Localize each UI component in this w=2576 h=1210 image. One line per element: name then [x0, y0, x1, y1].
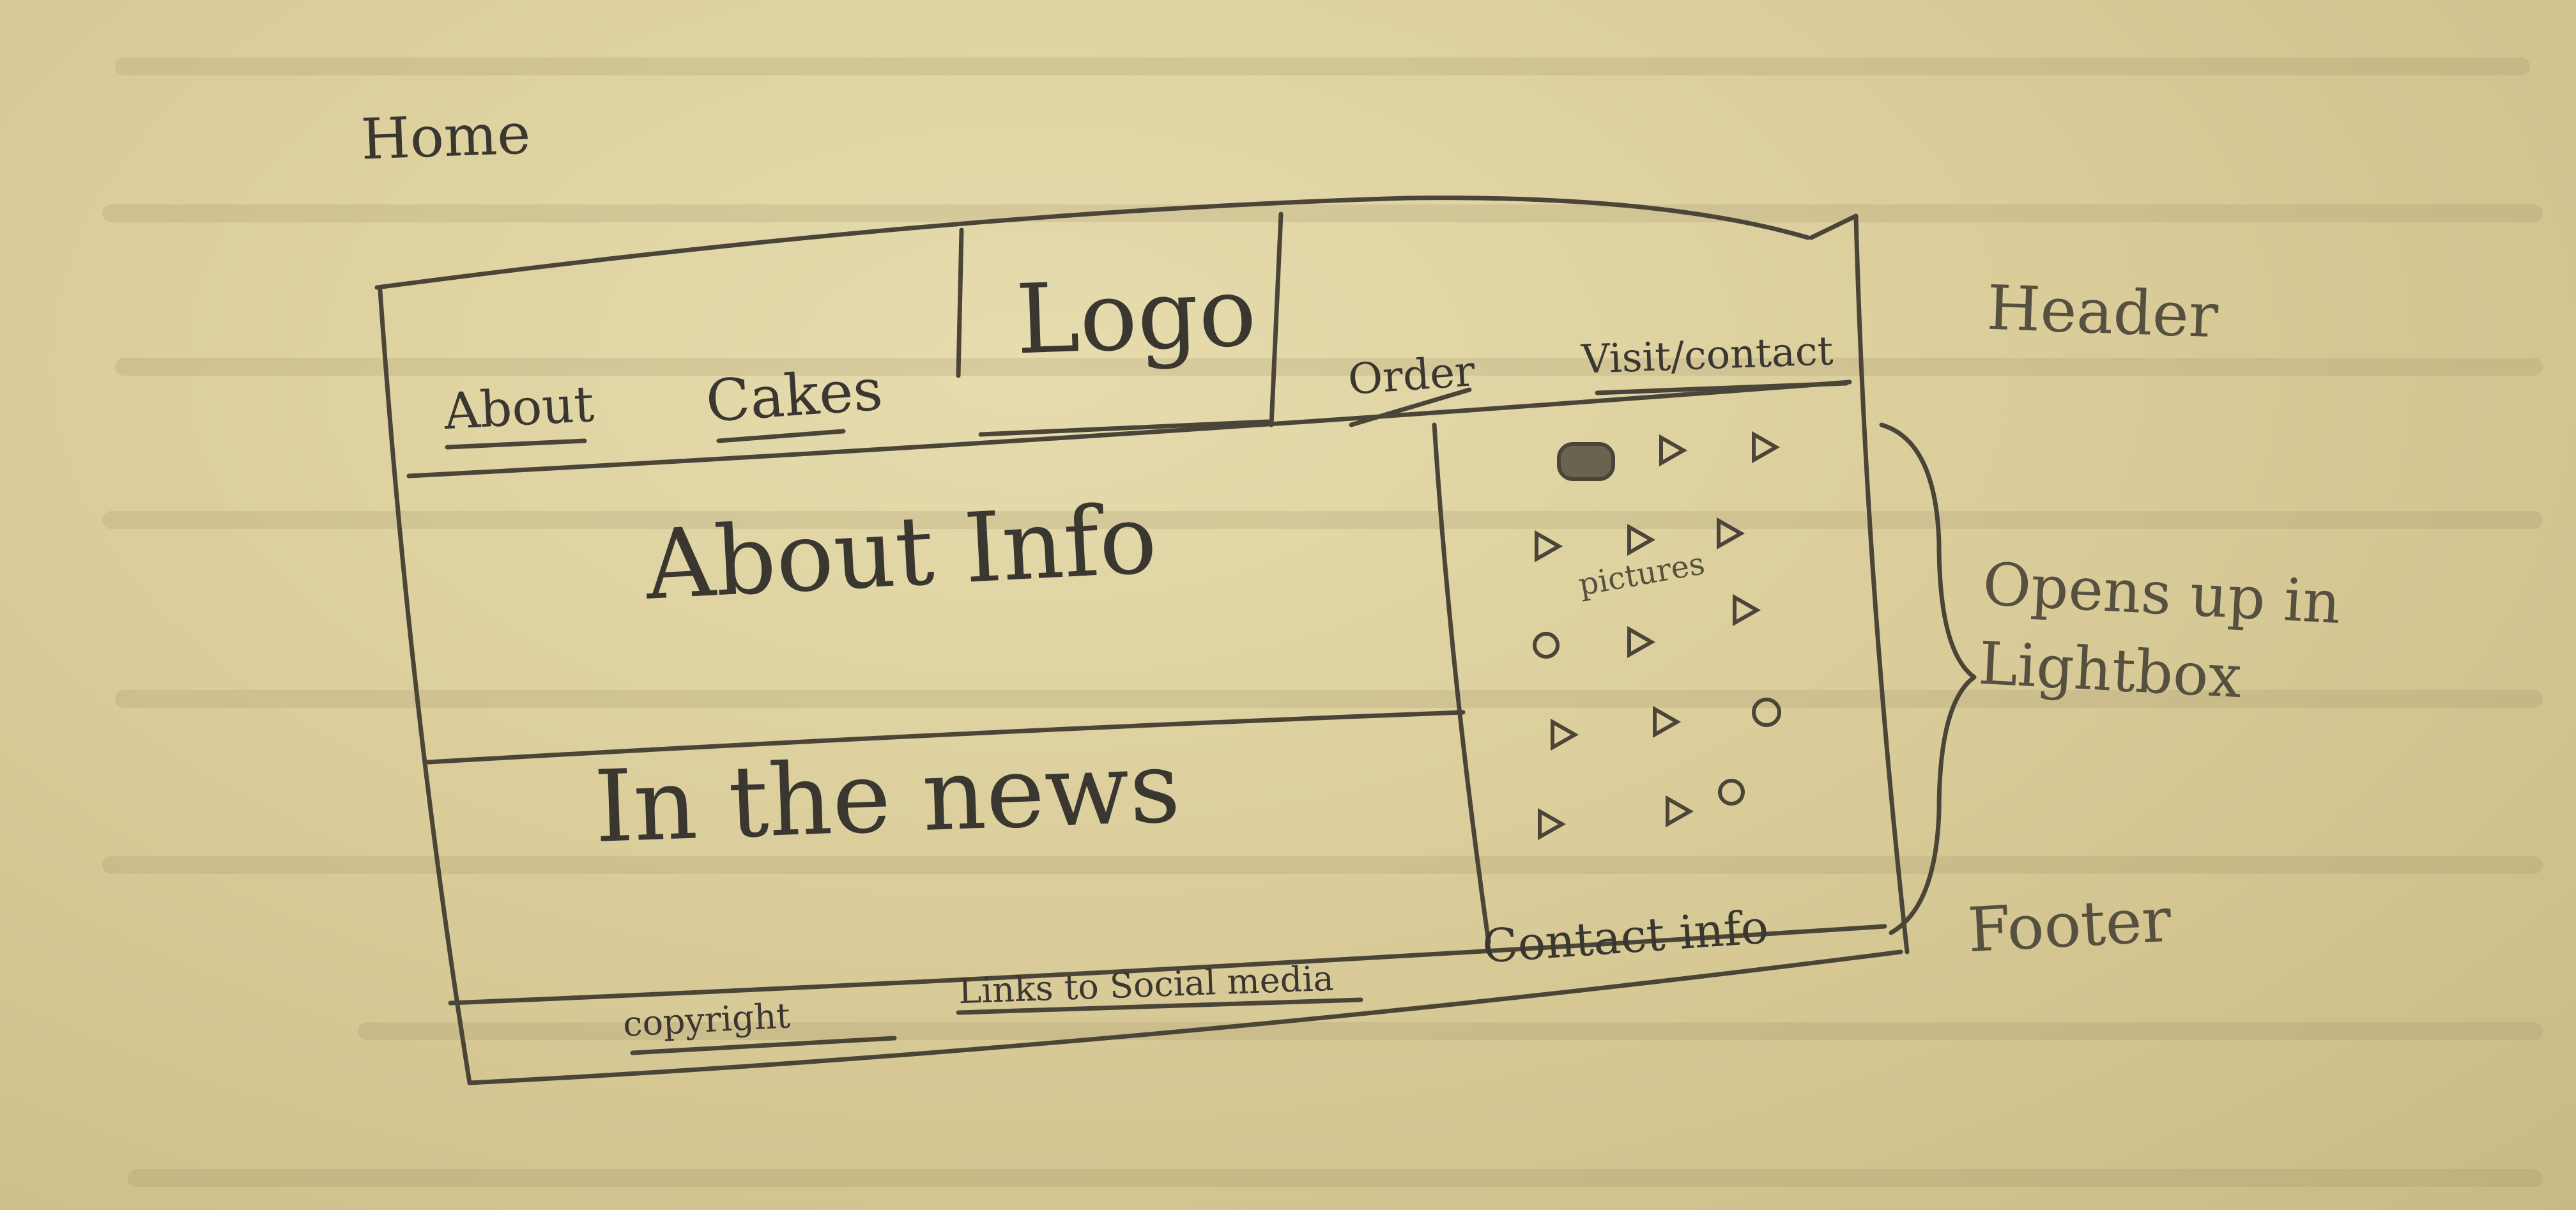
- footer-divider: [448, 924, 1887, 1006]
- in-the-news-section: In the news: [592, 729, 1183, 865]
- logo-left-divider: [956, 227, 964, 378]
- frame-right: [1853, 215, 1910, 954]
- frame-bottom: [467, 949, 1903, 1085]
- lightbox-brace: [1879, 422, 1977, 935]
- underline-logo: [978, 419, 1271, 437]
- picture-thumbnails: [1533, 431, 1781, 841]
- about-info-section: About Info: [642, 484, 1160, 622]
- frame-corner-tick: [1809, 213, 1859, 240]
- footer-copyright: copyright: [622, 995, 792, 1045]
- picture-thumb-filled: [1557, 442, 1615, 481]
- header-divider: [406, 379, 1852, 479]
- annotation-footer: Footer: [1966, 884, 2173, 967]
- column-divider: [1432, 422, 1491, 945]
- logo-right-divider: [1269, 211, 1284, 427]
- main-row-divider: [425, 710, 1466, 765]
- nav-about[interactable]: About: [442, 375, 596, 441]
- nav-cakes[interactable]: Cakes: [703, 356, 885, 436]
- underline-links: [956, 997, 1363, 1015]
- nav-visit-contact[interactable]: Visit/contact: [1580, 327, 1834, 383]
- underline-visit: [1595, 381, 1849, 395]
- annotation-opens-lightbox: Opens up in Lightbox: [1977, 549, 2343, 712]
- underline-about: [445, 438, 587, 450]
- underline-copyright: [630, 1036, 897, 1055]
- page-title: Home: [360, 100, 532, 172]
- underline-cakes: [716, 429, 846, 443]
- annotation-header: Header: [1986, 272, 2220, 352]
- frame-top: [374, 195, 1811, 290]
- nav-order[interactable]: Order: [1346, 346, 1476, 404]
- underline-order: [1349, 387, 1472, 427]
- frame-left: [378, 288, 472, 1085]
- logo: Logo: [1014, 256, 1259, 376]
